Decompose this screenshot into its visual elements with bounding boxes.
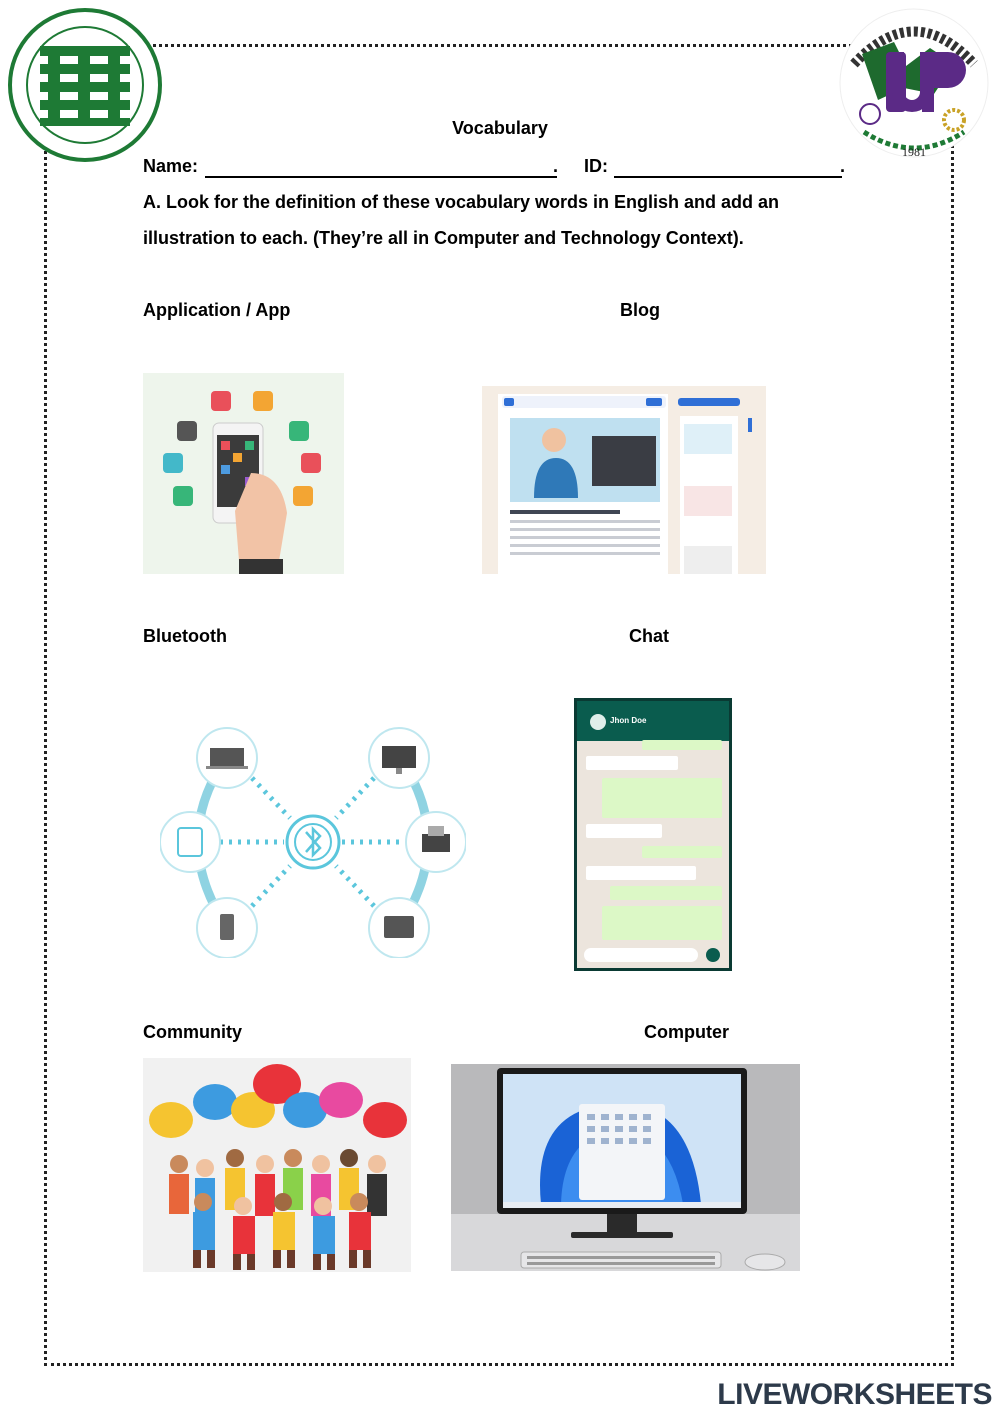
community-illustration (143, 1058, 411, 1272)
chat-avatar (590, 714, 606, 730)
word-blog: Blog (620, 300, 660, 320)
computer-illustration (451, 1064, 800, 1271)
chat-bubble-in (586, 824, 662, 838)
name-label: Name: (143, 156, 199, 176)
blog-illustration (482, 386, 766, 574)
liveworksheets-logo: LIVEWORKSHEETS (717, 1378, 992, 1412)
word-bluetooth: Bluetooth (143, 626, 227, 646)
page-dotted-border (44, 44, 954, 1366)
chat-bubble-out (602, 778, 722, 818)
page-title: Vocabulary (452, 118, 548, 138)
liveworksheets-brand: LIVEWORKSHEETS (717, 1378, 992, 1411)
instruction-line-2: illustration to each. (They’re all in Co… (143, 228, 744, 248)
instruction-line-1: A. Look for the definition of these voca… (143, 192, 780, 212)
word-community: Community (143, 1022, 242, 1042)
word-app: Application / App (143, 300, 291, 320)
chat-bubble-out (602, 906, 722, 940)
chat-bubble-out (642, 740, 722, 750)
utp-logo: 1981 (834, 4, 994, 162)
microphone-icon (706, 948, 720, 962)
chat-bubble-in (586, 866, 696, 880)
id-period: . (840, 156, 846, 176)
chat-illustration: Jhon Doe (574, 698, 732, 971)
chat-bubble-out (642, 846, 722, 858)
id-label: ID: (584, 156, 608, 176)
id-field-line[interactable] (614, 156, 842, 178)
word-computer: Computer (644, 1022, 729, 1042)
chat-contact-name: Jhon Doe (610, 716, 647, 725)
utp-year: 1981 (902, 145, 926, 159)
chat-input (584, 948, 698, 962)
name-field-line[interactable] (205, 156, 557, 178)
name-period: . (553, 156, 559, 176)
chat-bubble-in (586, 756, 678, 770)
bluetooth-illustration (160, 722, 466, 958)
word-chat: Chat (629, 626, 669, 646)
app-illustration (143, 373, 344, 574)
fisc-logo (6, 6, 164, 164)
chat-bubble-out (610, 886, 722, 900)
